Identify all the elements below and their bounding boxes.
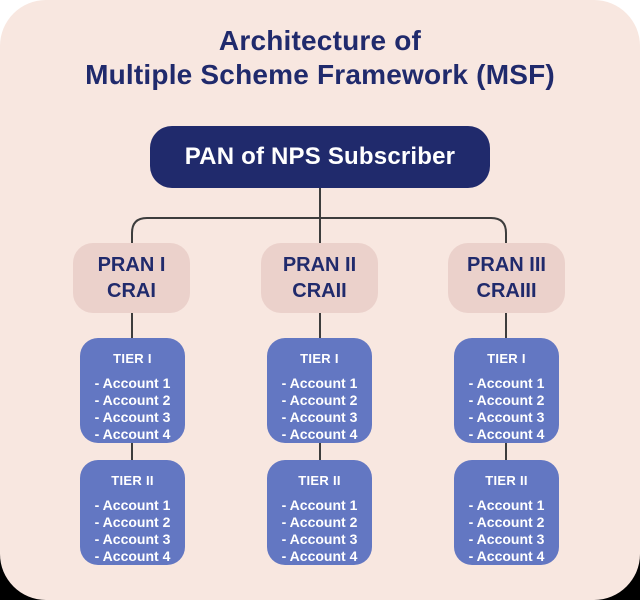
account-item: - Account 1 [468, 497, 545, 513]
tier2-accounts-col2: - Account 1 - Account 2 - Account 3 - Ac… [282, 497, 358, 565]
tier2-title-col2: TIER II [298, 473, 341, 488]
tier1-accounts-col3: - Account 1 - Account 2 - Account 3 - Ac… [469, 375, 545, 443]
account-item: - Account 3 [94, 531, 171, 547]
account-item: - Account 3 [94, 409, 171, 425]
account-item: - Account 4 [468, 548, 545, 564]
account-item: - Account 2 [94, 392, 171, 408]
pran2-node: PRAN II CRAII [261, 243, 378, 313]
title-line-2: Multiple Scheme Framework (MSF) [85, 59, 555, 90]
account-item: - Account 2 [468, 514, 545, 530]
account-item: - Account 2 [468, 392, 545, 408]
pran3-line2: CRAIII [476, 280, 537, 302]
account-item: - Account 2 [281, 392, 358, 408]
account-item: - Account 4 [468, 426, 545, 442]
pran3-line1: PRAN III [467, 254, 546, 276]
pran3-node: PRAN III CRAIII [448, 243, 565, 313]
tier1-title-col2: TIER I [300, 351, 339, 366]
tier1-title-col3: TIER I [487, 351, 526, 366]
account-item: - Account 4 [281, 426, 358, 442]
tier2-box-col3: TIER II - Account 1 - Account 2 - Accoun… [454, 460, 559, 565]
tier2-accounts-col3: - Account 1 - Account 2 - Account 3 - Ac… [469, 497, 545, 565]
tier2-title-col1: TIER II [111, 473, 154, 488]
tier2-box-col1: TIER II - Account 1 - Account 2 - Accoun… [80, 460, 185, 565]
account-item: - Account 2 [281, 514, 358, 530]
account-item: - Account 4 [281, 548, 358, 564]
tier1-accounts-col2: - Account 1 - Account 2 - Account 3 - Ac… [282, 375, 358, 443]
tier1-accounts-col1: - Account 1 - Account 2 - Account 3 - Ac… [95, 375, 171, 443]
account-item: - Account 4 [94, 548, 171, 564]
account-item: - Account 3 [281, 409, 358, 425]
branch-line [131, 217, 507, 244]
title-line-1: Architecture of [218, 25, 422, 56]
account-item: - Account 1 [468, 375, 545, 391]
account-item: - Account 1 [281, 497, 358, 513]
account-item: - Account 3 [281, 531, 358, 547]
root-node-pan: PAN of NPS Subscriber [150, 126, 490, 188]
pran2-line2: CRAII [292, 280, 347, 302]
pran1-line2: CRAI [107, 280, 156, 302]
pran1-node: PRAN I CRAI [73, 243, 190, 313]
account-item: - Account 2 [94, 514, 171, 530]
root-node-label: PAN of NPS Subscriber [184, 143, 456, 170]
account-item: - Account 1 [94, 497, 171, 513]
tier1-box-col2: TIER I - Account 1 - Account 2 - Account… [267, 338, 372, 443]
page-title: Architecture of Multiple Scheme Framewor… [0, 24, 640, 92]
pran2-line1: PRAN II [282, 254, 357, 276]
account-item: - Account 1 [94, 375, 171, 391]
tier2-box-col2: TIER II - Account 1 - Account 2 - Accoun… [267, 460, 372, 565]
account-item: - Account 3 [468, 409, 545, 425]
account-item: - Account 4 [94, 426, 171, 442]
tier1-box-col1: TIER I - Account 1 - Account 2 - Account… [80, 338, 185, 443]
tier1-box-col3: TIER I - Account 1 - Account 2 - Account… [454, 338, 559, 443]
pran1-line1: PRAN I [97, 254, 166, 276]
account-item: - Account 3 [468, 531, 545, 547]
tier1-title-col1: TIER I [113, 351, 152, 366]
account-item: - Account 1 [281, 375, 358, 391]
tier2-title-col3: TIER II [485, 473, 528, 488]
tier2-accounts-col1: - Account 1 - Account 2 - Account 3 - Ac… [95, 497, 171, 565]
